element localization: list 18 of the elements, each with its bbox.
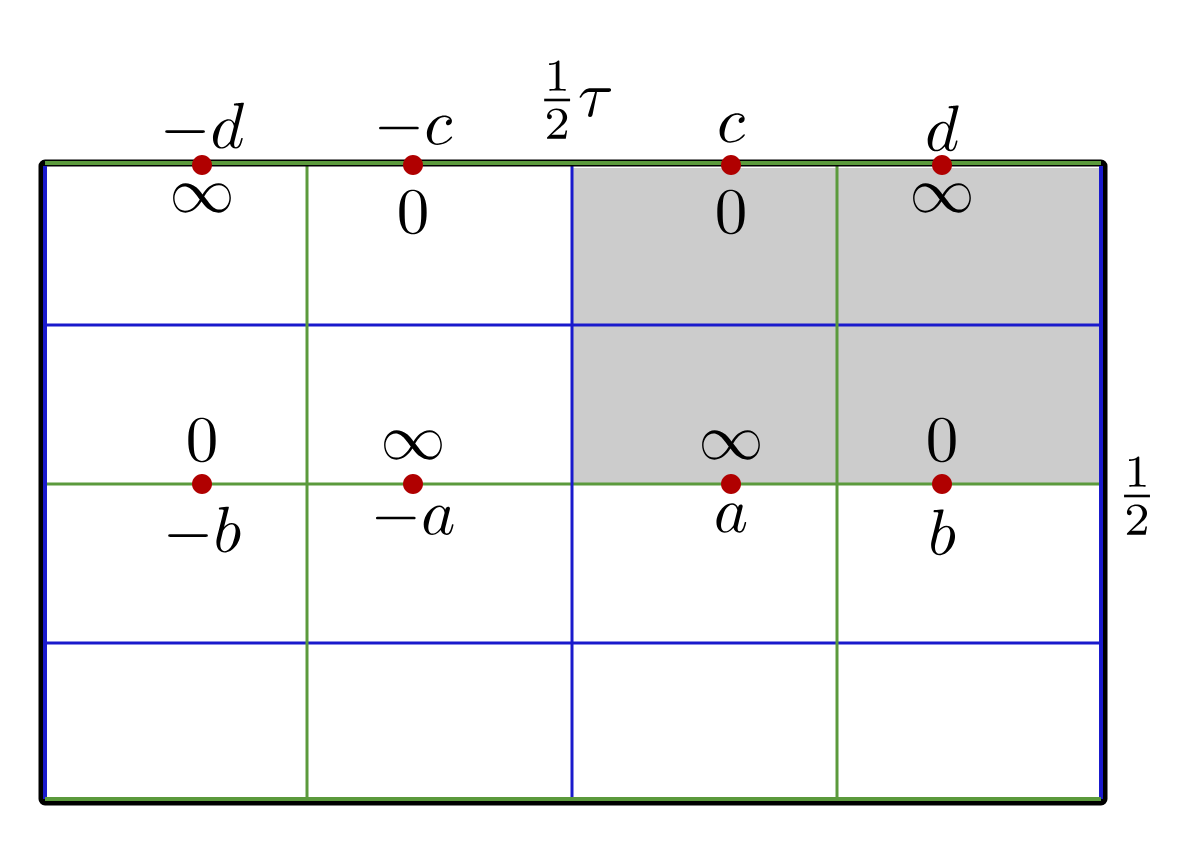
point-label: $-a$ [375,505,454,535]
point-label: $-b$ [168,506,241,553]
point-label: $-c$ [379,115,453,145]
point-label: $0$ [399,189,427,235]
point-label: $\infty$ [913,183,971,213]
point-label: $c$ [719,113,745,143]
point-label: $-d$ [165,102,244,149]
point-label: $\infty$ [173,183,231,213]
point-label: $\infty$ [384,430,442,460]
point-label: $0$ [188,417,216,463]
point-label: $\infty$ [702,430,760,460]
point-label: $d$ [927,105,959,152]
point-label: $b$ [931,509,956,556]
point-label: $\frac{1}{2}$ [1124,456,1150,535]
point-label: $a$ [716,503,747,533]
point-label: $\frac{1}{2}\tau$ [544,60,612,139]
point-label: $0$ [717,189,745,235]
point-label: $0$ [928,417,956,463]
